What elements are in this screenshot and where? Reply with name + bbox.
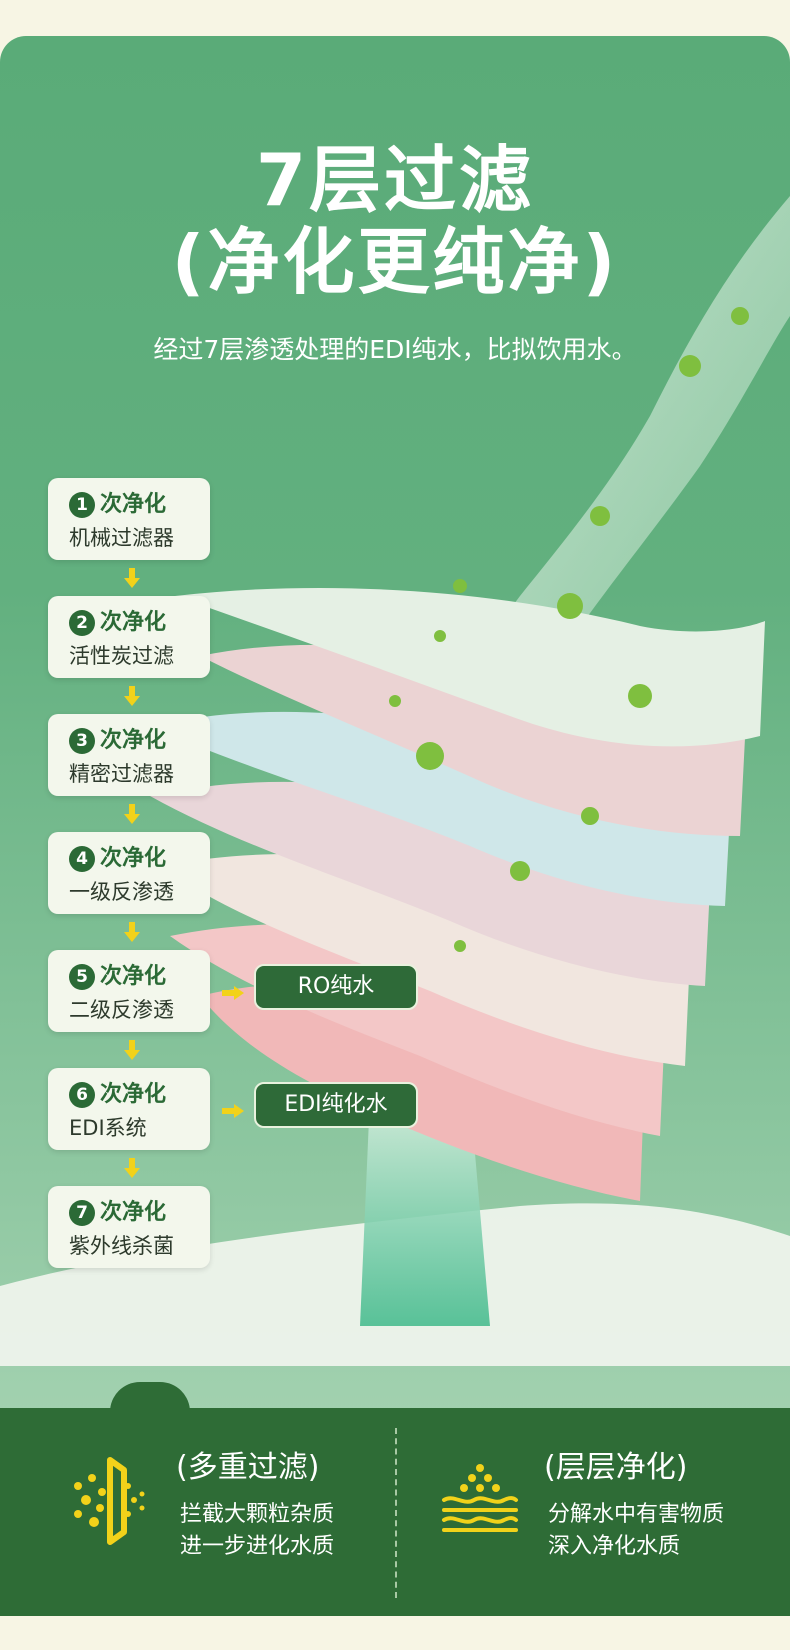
step-title: 次净化 xyxy=(100,1200,167,1225)
filter-bars-icon xyxy=(74,1457,145,1545)
feature-title-1: (多重过滤) xyxy=(176,1450,320,1485)
feature-title-2: (层层净化) xyxy=(544,1450,688,1485)
step-number-badge: 4 xyxy=(69,846,95,872)
feature-line-2b: 深入净化水质 xyxy=(548,1534,681,1559)
step-card-6: 6 次净化 EDI系统 xyxy=(48,1068,210,1150)
step-title: 次净化 xyxy=(100,846,167,871)
layer-3 xyxy=(150,711,730,906)
page-title: 7层过滤 xyxy=(255,138,535,222)
layer-2 xyxy=(200,644,745,836)
arrow-down-icon xyxy=(124,1158,140,1178)
page-subtitle: 经过7层渗透处理的EDI纯水，比拟饮用水。 xyxy=(153,335,637,364)
step-description: EDI系统 xyxy=(69,1116,147,1140)
step-description: 活性炭过滤 xyxy=(69,644,174,668)
step-description: 一级反渗透 xyxy=(69,880,174,904)
bottom-bar-tab xyxy=(110,1382,190,1412)
step-card-2: 2 次净化 活性炭过滤 xyxy=(48,596,210,678)
step-title: 次净化 xyxy=(100,492,167,517)
page-title-subline: (净化更纯净) xyxy=(171,220,619,304)
layer-4 xyxy=(150,781,710,986)
arrow-right-icon xyxy=(222,986,244,1000)
layer-1 xyxy=(175,587,765,747)
water-column-out xyxy=(360,1096,490,1326)
step-number-badge: 2 xyxy=(69,610,95,636)
layer-5 xyxy=(160,854,690,1066)
germ-particles xyxy=(389,307,749,952)
feature-divider xyxy=(395,1428,397,1598)
arrow-down-icon xyxy=(124,686,140,706)
step-title: 次净化 xyxy=(100,1082,167,1107)
arrow-down-icon xyxy=(124,922,140,942)
feature-line-1a: 拦截大颗粒杂质 xyxy=(180,1502,335,1527)
arrow-down-icon xyxy=(124,1040,140,1060)
arrow-down-icon xyxy=(124,568,140,588)
step-card-4: 4 次净化 一级反渗透 xyxy=(48,832,210,914)
step-number-badge: 7 xyxy=(69,1200,95,1226)
edi-water-label: EDI纯化水 xyxy=(254,1082,418,1128)
arrow-down-icon xyxy=(124,804,140,824)
main-card: 7层过滤 (净化更纯净) 经过7层渗透处理的EDI纯水，比拟饮用水。 1 次净化… xyxy=(0,36,790,1616)
water-stream-in xyxy=(490,196,790,656)
layered-purify-icon xyxy=(442,1464,518,1532)
step-number-badge: 5 xyxy=(69,964,95,990)
step-card-7: 7 次净化 紫外线杀菌 xyxy=(48,1186,210,1268)
step-description: 机械过滤器 xyxy=(69,526,174,550)
step-title: 次净化 xyxy=(100,610,167,635)
step-card-3: 3 次净化 精密过滤器 xyxy=(48,714,210,796)
feature-line-1b: 进一步进化水质 xyxy=(180,1534,335,1559)
step-description: 二级反渗透 xyxy=(69,998,174,1022)
step-card-1: 1 次净化 机械过滤器 xyxy=(48,478,210,560)
step-number-badge: 6 xyxy=(69,1082,95,1108)
step-title: 次净化 xyxy=(100,964,167,989)
step-number-badge: 3 xyxy=(69,728,95,754)
ro-water-label: RO纯水 xyxy=(254,964,418,1010)
feature-line-2a: 分解水中有害物质 xyxy=(548,1502,725,1527)
arrow-right-icon xyxy=(222,1104,244,1118)
step-description: 精密过滤器 xyxy=(69,762,174,786)
step-card-5: 5 次净化 二级反渗透 xyxy=(48,950,210,1032)
step-description: 紫外线杀菌 xyxy=(69,1234,174,1258)
step-title: 次净化 xyxy=(100,728,167,753)
step-number-badge: 1 xyxy=(69,492,95,518)
